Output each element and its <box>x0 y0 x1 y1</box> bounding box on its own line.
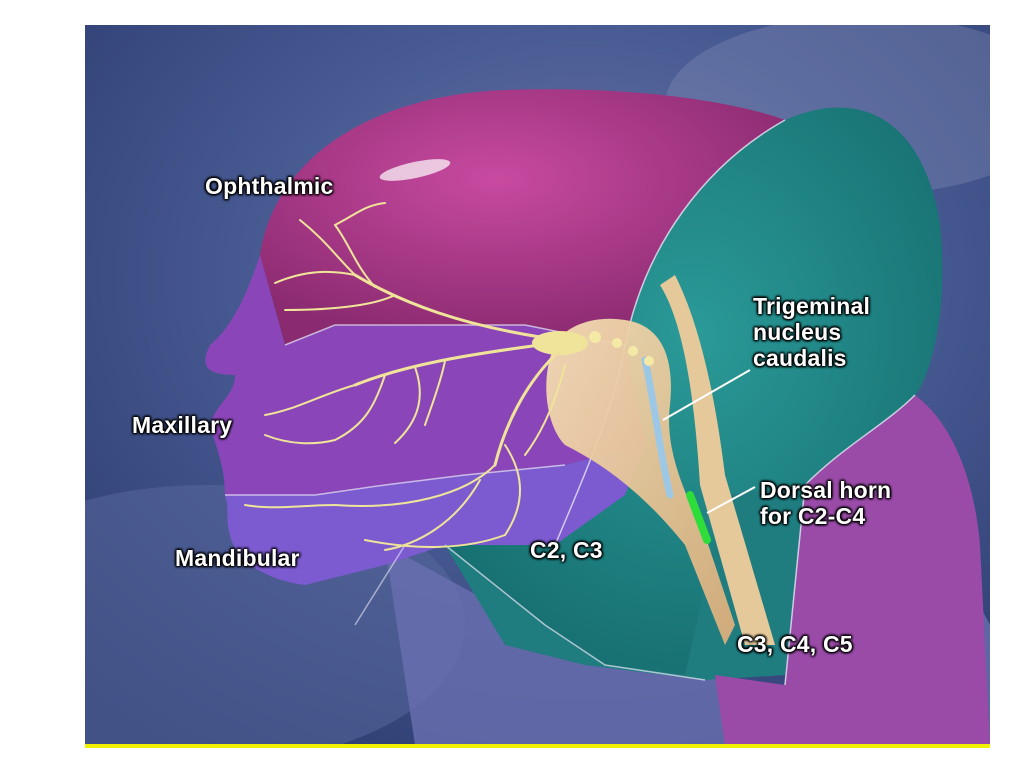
boundary-line <box>354 544 406 626</box>
trigeminal-nucleus-label: Trigeminal nucleus caudalis <box>753 293 871 371</box>
ophthalmic-nerve <box>299 219 356 276</box>
dorsal-horn-label: Dorsal horn for C2-C4 <box>760 477 892 529</box>
ganglion-dot <box>589 331 601 343</box>
trigeminal-nucleus <box>641 356 674 499</box>
spinal-cord <box>660 275 775 645</box>
ophthalmic-label: Ophthalmic <box>205 173 334 199</box>
dorsal-horn-marker <box>686 491 711 544</box>
ganglion-dot <box>612 338 622 348</box>
mandibular-nerve <box>524 364 566 456</box>
mandibular-nerve <box>504 444 521 536</box>
mandibular-nerve <box>334 464 496 507</box>
bottom-accent-bar <box>85 744 990 748</box>
boundary-line <box>225 464 566 496</box>
diagram-panel: Ophthalmic Maxillary Mandibular C2, C3 C… <box>85 25 990 745</box>
maxillary-nerve <box>334 374 386 441</box>
maxillary-label: Maxillary <box>132 412 233 438</box>
skull-highlight <box>379 159 451 181</box>
dorsal-horn-leader-line <box>706 486 756 514</box>
ophthalmic-nerve <box>274 270 356 284</box>
trigeminal-nerve <box>244 202 588 551</box>
brainstem <box>546 318 735 645</box>
ganglion-dot <box>644 356 654 366</box>
boundary-line <box>444 544 706 681</box>
ophthalmic-nerve <box>334 202 386 226</box>
trigeminal-ganglion <box>532 331 588 355</box>
maxillary-nerve <box>264 384 356 416</box>
maxillary-nerve <box>424 360 446 426</box>
ophthalmic-region <box>260 89 785 345</box>
maxillary-nerve <box>394 366 421 444</box>
c2-c3-label: C2, C3 <box>530 537 603 563</box>
trigeminal-leader-line <box>662 369 751 421</box>
head-illustration <box>85 25 990 745</box>
boundary-line <box>784 394 916 686</box>
ophthalmic-nerve <box>334 224 376 288</box>
mandibular-region <box>225 445 645 585</box>
mandibular-nerve <box>364 534 506 548</box>
maxillary-nerve <box>264 434 336 445</box>
mandibular-nerve <box>493 353 557 467</box>
mandibular-nerve <box>244 504 336 509</box>
cervical-region-c3-c5 <box>715 395 990 745</box>
ganglion-dot <box>628 346 638 356</box>
maxillary-region <box>205 255 645 495</box>
ophthalmic-nerve <box>284 294 396 311</box>
mandibular-label: Mandibular <box>175 545 300 571</box>
c3-c4-c5-label: C3, C4, C5 <box>737 631 853 657</box>
maxillary-nerve <box>353 343 542 387</box>
mandibular-nerve <box>384 479 481 551</box>
cervical-region-lower <box>445 485 805 680</box>
